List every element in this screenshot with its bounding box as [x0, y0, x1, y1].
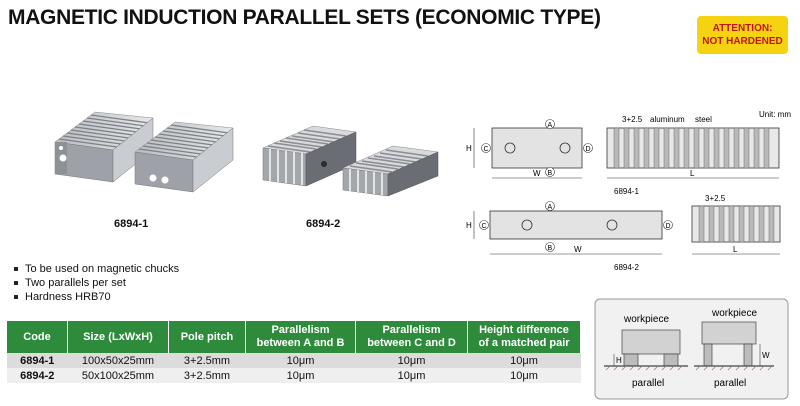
parallel-label-2: parallel: [714, 378, 746, 389]
product-photo-6894-1: [54, 111, 234, 193]
dim-h-usage: H: [616, 356, 622, 365]
dim-w-1: W: [533, 169, 541, 178]
unit-label: Unit: mm: [759, 110, 791, 119]
attention-line1: ATTENTION:: [712, 23, 773, 34]
cell-parallelism-ab: 10μm: [245, 368, 356, 383]
point-b-2: B: [548, 245, 553, 252]
cell-parallelism-cd: 10μm: [355, 353, 468, 368]
technical-diagram: Unit: mm H W A B C D 3+2.5 aluminum stee…: [466, 110, 791, 272]
feature-item: To be used on magnetic chucks: [14, 262, 179, 276]
table-row: 6894-2 50x100x25mm 3+2.5mm 10μm 10μm 10μ…: [7, 368, 581, 383]
product-label-6894-2: 6894-2: [306, 218, 341, 230]
cell-pole-pitch: 3+2.5mm: [168, 353, 246, 368]
parallel-label-1: parallel: [632, 378, 664, 389]
cell-parallelism-ab: 10μm: [245, 353, 356, 368]
bullet-icon: [14, 267, 18, 271]
product-label-6894-1: 6894-1: [114, 218, 149, 230]
bullet-icon: [14, 295, 18, 299]
usage-diagram: workpiece H parallel workpiece W paralle…: [594, 298, 789, 400]
spec-table: Code Size (LxWxH) Pole pitch Parallelism…: [7, 321, 581, 383]
point-c-1: C: [484, 146, 489, 153]
table-row: 6894-1 100x50x25mm 3+2.5mm 10μm 10μm 10μ…: [7, 353, 581, 368]
point-a-2: A: [548, 204, 553, 211]
cell-size: 100x50x25mm: [67, 353, 169, 368]
bullet-icon: [14, 281, 18, 285]
dim-h-2: H: [466, 221, 472, 230]
feature-item: Hardness HRB70: [14, 290, 179, 304]
feature-list: To be used on magnetic chucks Two parall…: [14, 262, 179, 304]
cell-size: 50x100x25mm: [67, 368, 169, 383]
dim-w-usage: W: [762, 351, 770, 360]
attention-line2: NOT HARDENED: [702, 36, 783, 47]
cell-code: 6894-2: [7, 368, 68, 383]
diagram-label-6894-2: 6894-2: [614, 263, 639, 272]
point-d-2: D: [666, 223, 671, 230]
feature-item: Two parallels per set: [14, 276, 179, 290]
cell-code: 6894-1: [7, 353, 68, 368]
cell-height-diff: 10μm: [467, 353, 581, 368]
diagram-label-6894-1: 6894-1: [614, 187, 639, 196]
table-header-row: Code Size (LxWxH) Pole pitch Parallelism…: [7, 321, 581, 353]
header-pole-pitch: Pole pitch: [168, 321, 246, 353]
point-a-1: A: [548, 122, 553, 129]
dim-l-2: L: [733, 245, 738, 254]
point-c-2: C: [482, 223, 487, 230]
page-title: MAGNETIC INDUCTION PARALLEL SETS (ECONOM…: [8, 6, 601, 29]
workpiece-label-1: workpiece: [623, 314, 669, 325]
attention-badge: ATTENTION: NOT HARDENED: [697, 16, 788, 54]
workpiece-label-2: workpiece: [711, 308, 757, 319]
header-size: Size (LxWxH): [67, 321, 169, 353]
cell-parallelism-cd: 10μm: [355, 368, 468, 383]
header-code: Code: [7, 321, 68, 353]
cell-pole-pitch: 3+2.5mm: [168, 368, 246, 383]
dim-h-1: H: [466, 144, 472, 153]
point-b-1: B: [548, 170, 553, 177]
pitch-label-2: 3+2.5: [705, 194, 726, 203]
pitch-label-1: 3+2.5: [622, 115, 643, 124]
product-photo-6894-2: [262, 125, 439, 197]
aluminum-label: aluminum: [650, 115, 685, 124]
dim-l-1: L: [690, 169, 695, 178]
cell-height-diff: 10μm: [467, 368, 581, 383]
point-d-1: D: [586, 146, 591, 153]
dim-w-2: W: [574, 245, 582, 254]
steel-label: steel: [695, 115, 712, 124]
